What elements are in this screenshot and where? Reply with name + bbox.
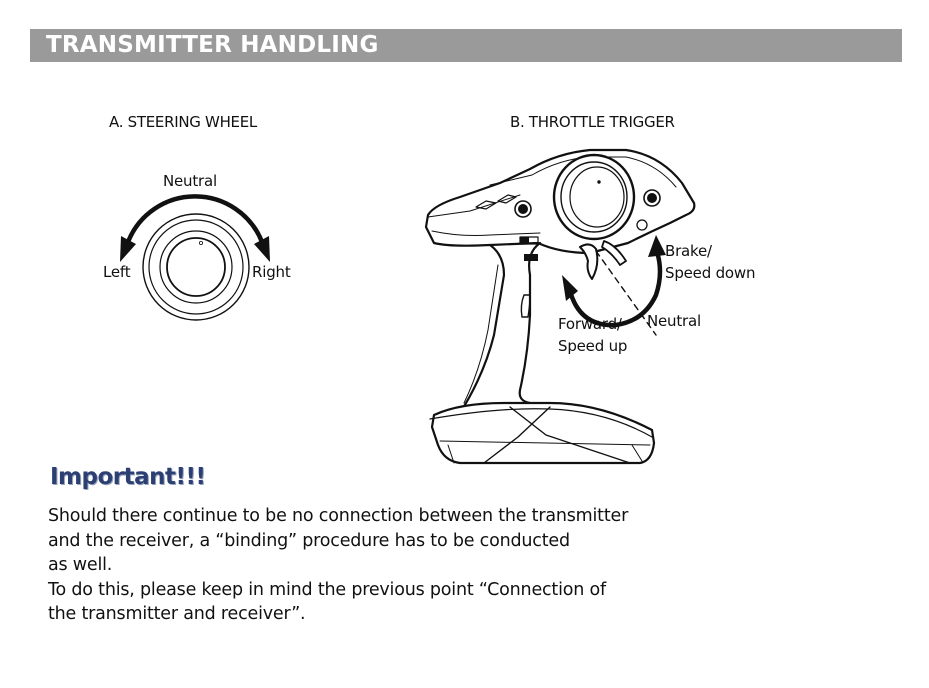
brake-label-line1: Brake/ — [665, 242, 712, 260]
steering-neutral-label: Neutral — [163, 172, 217, 190]
steering-arc — [125, 194, 265, 243]
arrow-forward-icon — [562, 275, 578, 301]
section-title: TRANSMITTER HANDLING — [46, 32, 379, 58]
forward-label-line1: Forward/ — [558, 315, 622, 333]
important-heading: Important!!! — [50, 464, 206, 490]
arrow-left-icon — [120, 236, 136, 262]
body-line: the transmitter and receiver”. — [48, 604, 306, 624]
throttle-arc — [567, 246, 663, 328]
section-header-bar: TRANSMITTER HANDLING — [30, 29, 902, 62]
steering-right-label: Right — [252, 263, 291, 281]
throttle-neutral-label: Neutral — [647, 312, 701, 330]
steering-left-label: Left — [103, 263, 131, 281]
throttle-trigger-heading: B. THROTTLE TRIGGER — [510, 113, 675, 131]
neutral-dashed-line — [595, 250, 657, 336]
important-body: Should there continue to be no connectio… — [48, 504, 688, 627]
body-line: To do this, please keep in mind the prev… — [48, 579, 606, 600]
transmitter-illustration — [424, 148, 696, 465]
forward-label-line2: Speed up — [558, 337, 628, 355]
body-line: Should there continue to be no connectio… — [48, 506, 629, 526]
arrow-right-icon — [254, 236, 270, 262]
steering-wheel-heading: A. STEERING WHEEL — [109, 113, 257, 131]
arrow-brake-icon — [648, 235, 666, 257]
brake-label-line2: Speed down — [665, 264, 756, 282]
steering-wheel-illustration — [120, 194, 270, 321]
body-line: as well. — [48, 555, 113, 575]
body-line: and the receiver, a “binding” procedure … — [48, 530, 570, 551]
